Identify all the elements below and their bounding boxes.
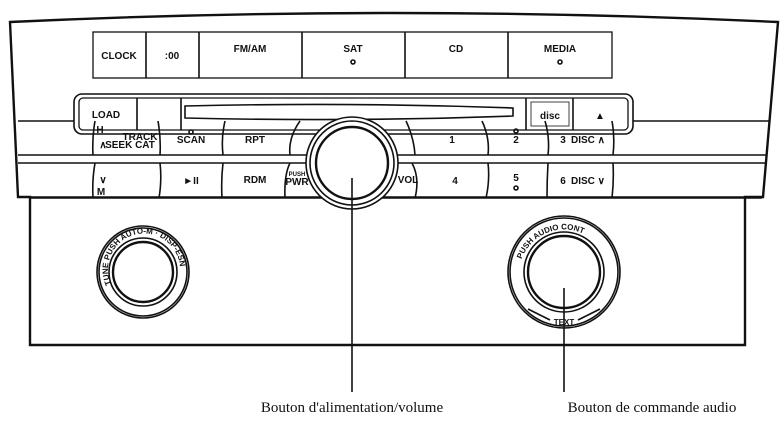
svg-text:1: 1 xyxy=(449,135,455,146)
svg-text:5: 5 xyxy=(513,173,519,184)
svg-text:PUSH: PUSH xyxy=(289,172,306,178)
svg-text:PWR: PWR xyxy=(285,177,309,188)
svg-text:2: 2 xyxy=(513,135,519,146)
sat-button[interactable]: SAT xyxy=(343,32,406,78)
svg-text:DISC ∧: DISC ∧ xyxy=(571,135,605,146)
seek-up-button[interactable]: H ∧ TRACK SEEK CAT xyxy=(96,125,158,151)
svg-text:VOL: VOL xyxy=(398,175,419,186)
media-button[interactable]: MEDIA xyxy=(544,44,576,65)
svg-text:MEDIA: MEDIA xyxy=(544,44,576,55)
svg-text:SAT: SAT xyxy=(343,44,362,55)
eject-button[interactable]: ▲ xyxy=(595,111,605,122)
load-button[interactable]: LOAD xyxy=(92,98,138,130)
seek-down-button[interactable]: ∨ M xyxy=(97,175,107,198)
compact-disc-logo: disc xyxy=(530,101,570,127)
repeat-button[interactable]: RPT xyxy=(245,135,265,146)
preset-3-disc-up-button[interactable]: 3 DISC ∧ xyxy=(560,135,605,146)
svg-text:3: 3 xyxy=(560,135,566,146)
svg-text:∧: ∧ xyxy=(99,140,106,151)
cd-slot[interactable] xyxy=(184,103,514,121)
svg-text:FM/AM: FM/AM xyxy=(234,44,267,55)
clock-button[interactable]: CLOCK xyxy=(101,32,147,78)
svg-text:H: H xyxy=(96,125,103,136)
caption-audio-control: Bouton de commande audio xyxy=(568,400,737,416)
tune-knob[interactable]: TUNE PUSH AUTO-M · DISP-ESN xyxy=(96,225,190,319)
minutes-button[interactable]: :00 xyxy=(165,32,200,78)
preset-5-button[interactable]: 5 xyxy=(513,173,519,191)
fm-am-button[interactable]: FM/AM xyxy=(234,32,303,78)
svg-text:TRACK: TRACK xyxy=(123,132,159,143)
scan-button[interactable]: SCAN xyxy=(177,129,205,146)
random-button[interactable]: RDM xyxy=(244,175,267,186)
cd-slot-row: LOAD disc ▲ xyxy=(73,93,634,135)
svg-text:4: 4 xyxy=(452,176,458,187)
svg-text:RDM: RDM xyxy=(244,175,267,186)
svg-text:∨: ∨ xyxy=(99,175,106,186)
svg-text:disc: disc xyxy=(540,111,560,122)
svg-text:6: 6 xyxy=(560,176,566,187)
svg-text:CD: CD xyxy=(449,44,463,55)
caption-power-volume: Bouton d'alimentation/volume xyxy=(261,400,444,416)
volume-label: VOL xyxy=(398,175,419,186)
svg-text:▲: ▲ xyxy=(595,111,605,122)
source-button-row: CLOCK :00 FM/AM SAT CD MEDIA xyxy=(92,31,613,79)
svg-text:LOAD: LOAD xyxy=(92,110,120,121)
preset-6-disc-down-button[interactable]: 6 DISC ∨ xyxy=(560,176,605,187)
svg-text:DISC ∨: DISC ∨ xyxy=(571,176,605,187)
cd-button[interactable]: CD xyxy=(449,32,509,78)
preset-4-button[interactable]: 4 xyxy=(452,176,458,187)
play-pause-button[interactable]: ►II xyxy=(183,176,199,187)
svg-text:M: M xyxy=(97,187,105,198)
svg-text:SEEK CAT: SEEK CAT xyxy=(105,140,155,151)
svg-text:RPT: RPT xyxy=(245,135,265,146)
audio-knob-ring-label: PUSH AUDIO CONT xyxy=(515,222,586,260)
preset-1-button[interactable]: 1 xyxy=(449,135,455,146)
svg-text:CLOCK: CLOCK xyxy=(101,51,137,62)
svg-text:►II: ►II xyxy=(183,176,199,187)
preset-2-button[interactable]: 2 xyxy=(513,128,519,146)
svg-text::00: :00 xyxy=(165,51,180,62)
svg-text:SCAN: SCAN xyxy=(177,135,205,146)
radio-faceplate xyxy=(8,11,780,347)
